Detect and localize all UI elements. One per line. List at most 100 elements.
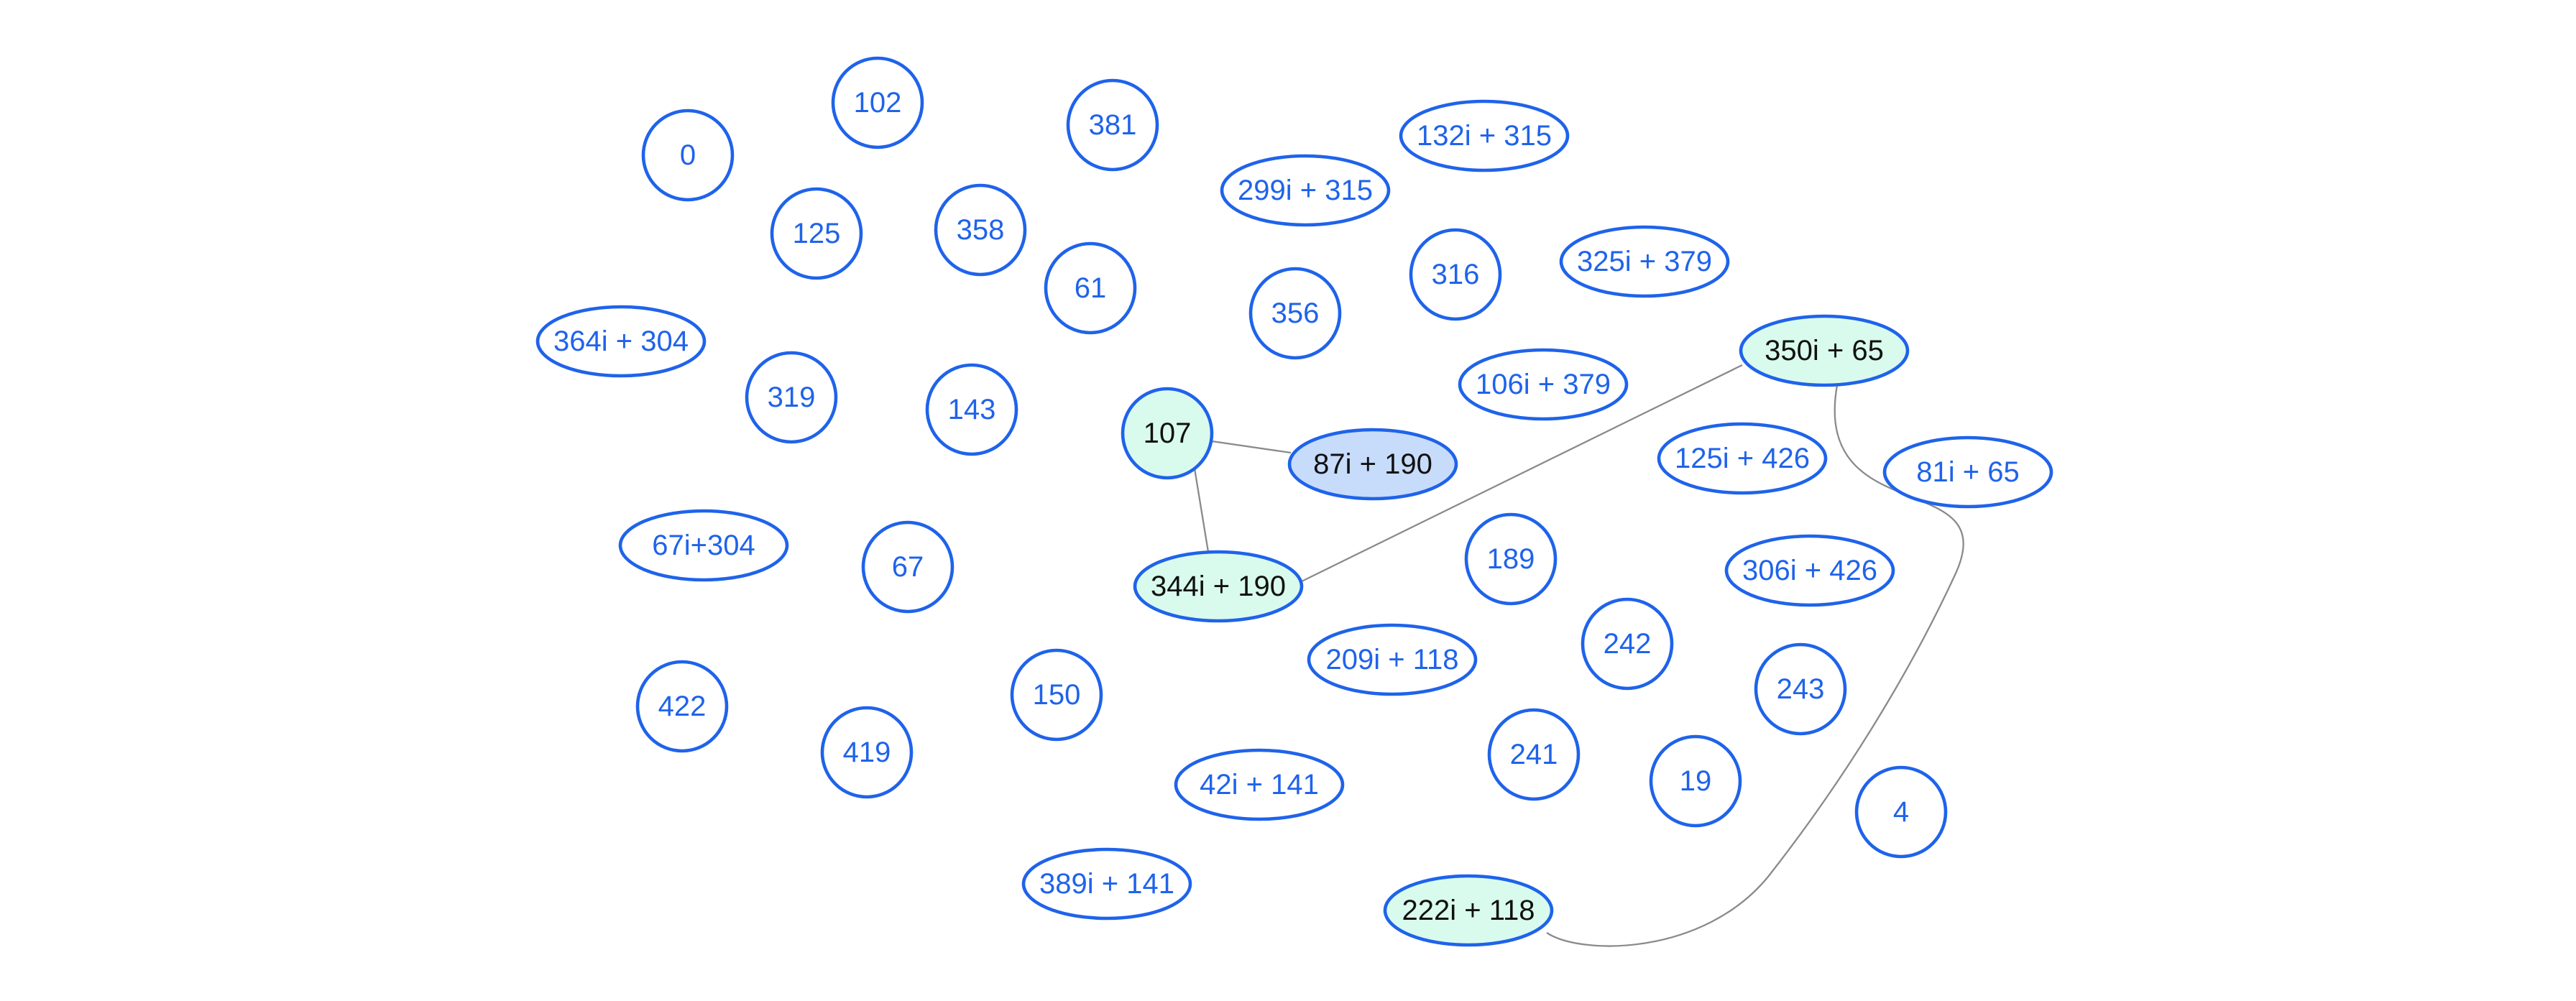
node-label: 189 (1487, 543, 1535, 575)
node-label: 356 (1271, 297, 1320, 329)
node-n419[interactable]: 419 (820, 706, 914, 799)
node-label: 381 (1089, 109, 1137, 141)
node-n350i65[interactable]: 350i + 65 (1739, 314, 1910, 387)
node-shape (1383, 874, 1554, 947)
node-shape (831, 56, 924, 149)
node-n358[interactable]: 358 (934, 183, 1027, 277)
node-n222i118[interactable]: 222i + 118 (1383, 874, 1554, 947)
node-shape (861, 520, 954, 614)
node-label: 67 (892, 551, 924, 583)
node-n67i304[interactable]: 67i+304 (618, 509, 789, 582)
node-n344i190[interactable]: 344i + 190 (1133, 550, 1304, 623)
node-shape (1754, 642, 1847, 736)
node-n316[interactable]: 316 (1409, 228, 1502, 321)
node-label: 358 (957, 214, 1005, 246)
node-shape (1657, 422, 1828, 495)
node-shape (820, 706, 914, 799)
edge-n350i65-n222i118 (1546, 384, 1964, 947)
node-label: 143 (948, 394, 996, 425)
node-label: 4 (1893, 796, 1909, 828)
node-label: 106i + 379 (1476, 369, 1611, 400)
node-label: 242 (1604, 628, 1652, 660)
node-shape (925, 363, 1018, 456)
node-shape (1458, 348, 1629, 421)
node-n143[interactable]: 143 (925, 363, 1018, 456)
node-label: 61 (1075, 272, 1107, 304)
node-shape (1559, 225, 1730, 298)
node-n306i426[interactable]: 306i + 426 (1724, 534, 1895, 607)
node-shape (1581, 597, 1674, 691)
node-shape (1739, 314, 1910, 387)
node-n389i141[interactable]: 389i + 141 (1021, 847, 1192, 921)
node-n422[interactable]: 422 (635, 660, 729, 753)
node-n0[interactable]: 0 (641, 109, 735, 202)
node-shape (1307, 623, 1478, 696)
node-label: 19 (1680, 765, 1712, 797)
node-shape (1487, 708, 1581, 801)
node-shape (1287, 428, 1458, 501)
node-n102[interactable]: 102 (831, 56, 924, 149)
node-n106i379[interactable]: 106i + 379 (1458, 348, 1629, 421)
node-label: 102 (854, 87, 902, 119)
node-n67[interactable]: 67 (861, 520, 954, 614)
node-n243[interactable]: 243 (1754, 642, 1847, 736)
node-n150[interactable]: 150 (1010, 648, 1103, 742)
node-label: 222i + 118 (1402, 895, 1535, 926)
node-label: 42i + 141 (1200, 769, 1319, 801)
node-shape (1021, 847, 1192, 921)
node-shape (1248, 267, 1342, 360)
node-shape (1724, 534, 1895, 607)
node-n81i65[interactable]: 81i + 65 (1882, 435, 2053, 509)
node-n87i190[interactable]: 87i + 190 (1287, 428, 1458, 501)
node-shape (1044, 241, 1137, 335)
node-n299i315[interactable]: 299i + 315 (1220, 154, 1391, 227)
node-label: 350i + 65 (1765, 335, 1884, 366)
nodes-layer: 0 102 381 132i + 315 299i + 315 125 358 61 356 31… (535, 56, 2053, 947)
node-label: 87i + 190 (1313, 448, 1432, 480)
node-n325i379[interactable]: 325i + 379 (1559, 225, 1730, 298)
node-n209i118[interactable]: 209i + 118 (1307, 623, 1478, 696)
node-label: 419 (843, 737, 891, 768)
node-n61[interactable]: 61 (1044, 241, 1137, 335)
node-n319[interactable]: 319 (745, 351, 838, 444)
node-n42i141[interactable]: 42i + 141 (1174, 748, 1345, 821)
node-label: 299i + 315 (1238, 175, 1373, 206)
node-shape (535, 305, 707, 378)
node-shape (1133, 550, 1304, 623)
node-shape (1854, 765, 1948, 859)
node-label: 364i + 304 (553, 326, 689, 357)
node-label: 319 (768, 382, 816, 413)
node-shape (635, 660, 729, 753)
node-label: 422 (658, 691, 707, 722)
node-n381[interactable]: 381 (1066, 78, 1159, 172)
node-n364i304[interactable]: 364i + 304 (535, 305, 707, 378)
node-n125[interactable]: 125 (770, 187, 863, 280)
node-shape (745, 351, 838, 444)
node-label: 81i + 65 (1916, 456, 2019, 488)
node-label: 125 (793, 218, 841, 249)
node-n132i315[interactable]: 132i + 315 (1399, 99, 1570, 172)
node-label: 150 (1033, 679, 1081, 711)
node-n107[interactable]: 107 (1121, 387, 1214, 480)
node-label: 209i + 118 (1326, 644, 1459, 675)
node-label: 243 (1777, 673, 1825, 705)
node-n241[interactable]: 241 (1487, 708, 1581, 801)
node-label: 389i + 141 (1039, 868, 1174, 900)
node-n125i426[interactable]: 125i + 426 (1657, 422, 1828, 495)
node-label: 107 (1144, 418, 1192, 449)
node-n4[interactable]: 4 (1854, 765, 1948, 859)
node-label: 325i + 379 (1577, 246, 1712, 277)
node-shape (641, 109, 735, 202)
node-shape (1220, 154, 1391, 227)
node-shape (1882, 435, 2053, 509)
node-n356[interactable]: 356 (1248, 267, 1342, 360)
node-n189[interactable]: 189 (1464, 512, 1558, 606)
node-n19[interactable]: 19 (1649, 734, 1742, 828)
node-n242[interactable]: 242 (1581, 597, 1674, 691)
node-shape (1399, 99, 1570, 172)
edge-n107-n87i190 (1211, 440, 1292, 454)
node-shape (618, 509, 789, 582)
node-shape (1649, 734, 1742, 828)
node-label: 241 (1510, 739, 1558, 770)
